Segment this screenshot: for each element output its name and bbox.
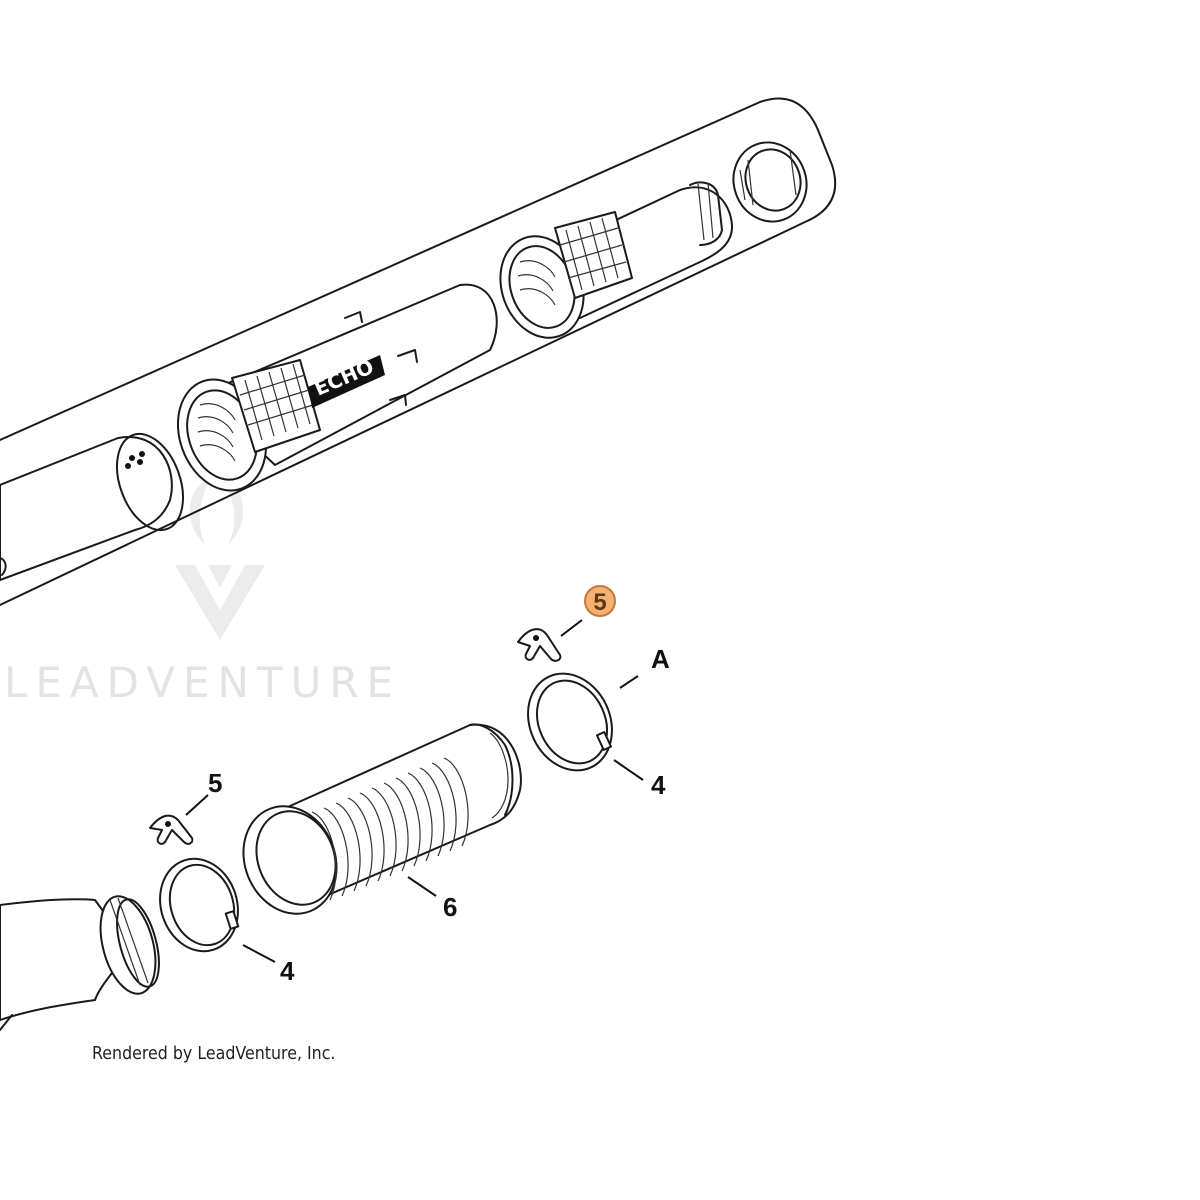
flexible-hose (242, 723, 522, 915)
callout-A[interactable]: A (619, 644, 670, 689)
tube-end-ring (732, 141, 808, 223)
assembled-tube-panel: ECHO (0, 97, 837, 606)
callout-label: 5 (208, 768, 222, 798)
flame-logo-icon (175, 470, 265, 640)
callout-label: A (651, 644, 670, 674)
callout-label: 4 (651, 770, 666, 800)
callout-4-left[interactable]: 4 (242, 944, 295, 986)
callout-label: 4 (280, 956, 295, 986)
tube-clamp-middle (231, 359, 321, 453)
callout-label: 6 (443, 892, 457, 922)
callout-label: 5 (593, 589, 606, 616)
leadventure-watermark: LEADVENTURE (4, 470, 401, 707)
tube-section-left (0, 432, 184, 581)
render-credit: Rendered by LeadVenture, Inc. (92, 1043, 336, 1064)
tube-clamp-right (554, 211, 633, 299)
elbow-pipe (0, 895, 160, 1031)
tube-section-right (499, 181, 734, 339)
hanger-clip-right (517, 628, 562, 662)
tube-section-middle: ECHO (176, 283, 498, 492)
hanger-clip-left (149, 814, 194, 845)
watermark-text: LEADVENTURE (4, 658, 401, 707)
callout-5-highlighted[interactable]: 5 (560, 585, 616, 637)
callout-6[interactable]: 6 (407, 876, 457, 922)
callout-4-right[interactable]: 4 (613, 759, 666, 800)
hose-clamp-left (159, 857, 240, 953)
callout-5-left[interactable]: 5 (185, 768, 222, 816)
hose-clamp-right (527, 672, 613, 772)
